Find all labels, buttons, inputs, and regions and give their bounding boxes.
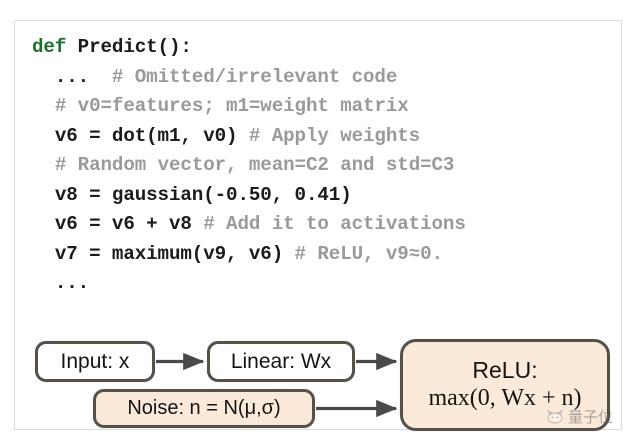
- code-line-4: v6 = dot(m1, v0) # Apply weights: [32, 122, 615, 152]
- code-token: v8 = gaussian(-0.50, 0.41): [32, 183, 352, 206]
- node-linear[interactable]: Linear: Wx: [207, 341, 355, 382]
- code-token: v7 = maximum(v9, v6): [32, 242, 295, 265]
- flow-diagram: Input: x Linear: Wx Noise: n = N(μ,σ) Re…: [15, 313, 623, 431]
- cat-face-icon: [547, 409, 563, 423]
- node-noise[interactable]: Noise: n = N(μ,σ): [93, 389, 315, 428]
- code-listing: def Predict(): ... # Omitted/irrelevant …: [32, 33, 615, 299]
- code-line-3: # v0=features; m1=weight matrix: [32, 92, 615, 122]
- code-token: # Omitted/irrelevant code: [111, 65, 398, 88]
- code-line-5: # Random vector, mean=C2 and std=C3: [32, 151, 615, 181]
- code-token: def: [32, 36, 78, 58]
- watermark-text: 量子位: [567, 408, 613, 426]
- code-token: Predict():: [77, 36, 192, 58]
- code-token: # Add it to activations: [203, 213, 466, 235]
- code-line-2: ... # Omitted/irrelevant code: [32, 63, 615, 93]
- node-input[interactable]: Input: x: [35, 341, 155, 382]
- code-token: v6 = dot(m1, v0): [32, 124, 249, 147]
- code-token: v6 = v6 + v8: [32, 213, 204, 235]
- node-relu-formula: max(0, Wx + n): [428, 385, 582, 412]
- code-token: # Random vector, mean=C2 and std=C3: [54, 154, 455, 176]
- figure-panel: def Predict(): ... # Omitted/irrelevant …: [14, 20, 623, 431]
- code-line-9: ...: [32, 269, 615, 299]
- node-relu[interactable]: ReLU: max(0, Wx + n): [400, 339, 610, 431]
- code-line-7: v6 = v6 + v8 # Add it to activations: [32, 210, 615, 240]
- code-line-6: v8 = gaussian(-0.50, 0.41): [32, 181, 615, 211]
- code-token: [32, 95, 55, 117]
- code-line-8: v7 = maximum(v9, v6) # ReLU, v9≈0.: [32, 240, 615, 270]
- code-line-1: def Predict():: [32, 33, 615, 63]
- code-token: # ReLU, v9≈0.: [294, 242, 443, 265]
- code-token: ...: [32, 272, 90, 294]
- code-token: [32, 154, 55, 176]
- code-token: # v0=features; m1=weight matrix: [54, 95, 409, 117]
- code-token: # Apply weights: [248, 124, 421, 147]
- node-relu-title: ReLU:: [472, 356, 538, 383]
- watermark: 量子位: [545, 406, 613, 427]
- code-token: ...: [32, 65, 112, 88]
